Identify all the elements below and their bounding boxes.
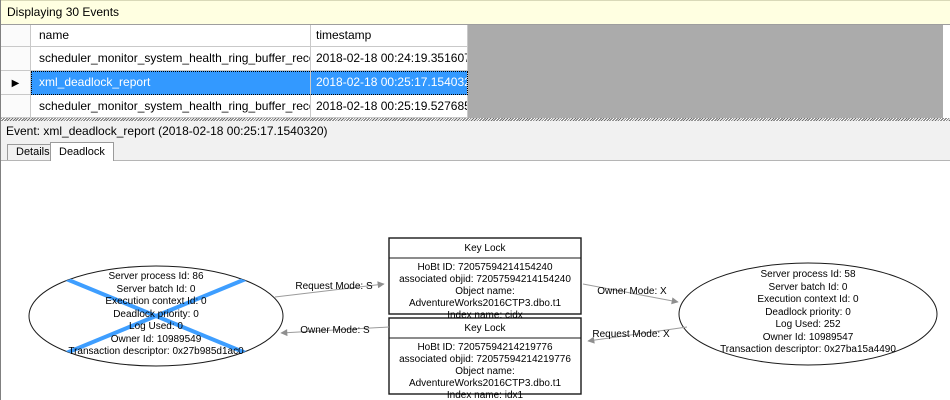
log-used: Log Used: 0 xyxy=(129,321,183,332)
events-count-bar: Displaying 30 Events xyxy=(1,0,950,25)
index-name: Index name: idx1 xyxy=(446,390,524,400)
deadlock-graph-panel: Server process Id: 86 Server batch Id: 0… xyxy=(1,160,950,400)
transaction-descriptor: Transaction descriptor: 0x27b985d1ac0 xyxy=(68,346,244,357)
event-detail-bar: Event: xml_deadlock_report (2018-02-18 0… xyxy=(1,121,950,141)
splitter-handle[interactable] xyxy=(1,118,950,121)
detail-tabstrip: Details Deadlock xyxy=(1,141,950,161)
execution-context-id: Execution context Id: 0 xyxy=(105,296,207,307)
server-batch-id: Server batch Id: 0 xyxy=(768,281,848,293)
victim-process-details: Server process Id: 86 Server batch Id: 0… xyxy=(36,271,276,359)
edge-request-s xyxy=(274,281,385,298)
edge-label-owner-s: Owner Mode: S xyxy=(300,325,370,336)
column-header-timestamp[interactable]: timestamp xyxy=(311,25,468,47)
edge-label-request-x: Request Mode: X xyxy=(592,329,670,340)
associated-objid: associated objid: 72057594214219776 xyxy=(399,354,571,365)
current-row-marker-icon: ▶ xyxy=(11,78,20,89)
tab-deadlock[interactable]: Deadlock xyxy=(50,142,114,161)
object-name: Object name: AdventureWorks2016CTP3.dbo.… xyxy=(408,366,562,389)
surviving-process-details: Server process Id: 58 Server batch Id: 0… xyxy=(688,269,928,357)
key-lock-title: Key Lock xyxy=(464,243,506,254)
column-header-name[interactable]: name xyxy=(31,25,311,47)
log-used: Log Used: 252 xyxy=(775,319,841,330)
event-name-cell[interactable]: scheduler_monitor_system_health_ring_buf… xyxy=(31,95,311,118)
event-detail-label: Event: xml_deadlock_report (2018-02-18 0… xyxy=(6,124,328,138)
table-row-selected[interactable]: ▶ xml_deadlock_report 2018-02-18 00:25:1… xyxy=(1,71,950,95)
execution-context-id: Execution context Id: 0 xyxy=(757,294,859,305)
key-lock-details: HoBt ID: 72057594214219776 associated ob… xyxy=(390,342,580,400)
table-row[interactable]: scheduler_monitor_system_health_ring_buf… xyxy=(1,47,950,71)
object-name: Object name: AdventureWorks2016CTP3.dbo.… xyxy=(408,286,562,309)
server-batch-id: Server batch Id: 0 xyxy=(116,283,196,295)
events-grid: name timestamp scheduler_monitor_system_… xyxy=(1,25,950,118)
edge-request-x xyxy=(587,326,688,344)
key-lock-title: Key Lock xyxy=(464,323,506,334)
event-name-cell[interactable]: scheduler_monitor_system_health_ring_buf… xyxy=(31,47,311,71)
associated-objid: associated objid: 72057594214154240 xyxy=(399,274,571,285)
edge-label-owner-x: Owner Mode: X xyxy=(597,286,667,297)
tab-details[interactable]: Details xyxy=(7,144,59,160)
row-selector-cell[interactable] xyxy=(1,95,31,118)
grid-right-strip xyxy=(943,25,950,118)
owner-id: Owner Id: 10989549 xyxy=(110,333,202,345)
server-process-id: Server process Id: 86 xyxy=(108,271,204,282)
owner-id: Owner Id: 10989547 xyxy=(762,331,854,343)
row-selector-cell[interactable] xyxy=(1,47,31,71)
deadlock-priority: Deadlock priority: 0 xyxy=(765,306,851,318)
grid-header-row: name timestamp xyxy=(1,25,950,47)
table-row[interactable]: scheduler_monitor_system_health_ring_buf… xyxy=(1,95,950,118)
event-timestamp-cell[interactable]: 2018-02-18 00:24:19.3516078 xyxy=(311,47,468,71)
event-name-cell[interactable]: xml_deadlock_report xyxy=(31,71,311,95)
server-process-id: Server process Id: 58 xyxy=(760,269,856,280)
row-selector-cell[interactable]: ▶ xyxy=(1,71,31,95)
deadlock-graph-canvas xyxy=(28,237,938,395)
event-timestamp-cell[interactable]: 2018-02-18 00:25:17.1540320 xyxy=(311,71,468,95)
key-lock-details: HoBt ID: 72057594214154240 associated ob… xyxy=(390,262,580,322)
transaction-descriptor: Transaction descriptor: 0x27ba15a4490 xyxy=(720,344,896,355)
index-name: Index name: cidx xyxy=(447,310,523,321)
edge-owner-s xyxy=(280,326,390,337)
key-lock-node-bottom[interactable] xyxy=(388,317,582,395)
hobt-id: HoBt ID: 72057594214219776 xyxy=(417,342,553,353)
events-count-label: Displaying 30 Events xyxy=(7,5,120,19)
event-timestamp-cell[interactable]: 2018-02-18 00:25:19.5276859 xyxy=(311,95,468,118)
hobt-id: HoBt ID: 72057594214154240 xyxy=(417,262,553,273)
surviving-process-node[interactable] xyxy=(678,262,938,366)
row-selector-header xyxy=(1,25,31,47)
key-lock-node-top[interactable] xyxy=(388,237,582,315)
victim-x-icon xyxy=(29,266,283,366)
edge-label-request-s: Request Mode: S xyxy=(295,281,373,292)
deadlock-priority: Deadlock priority: 0 xyxy=(113,308,199,320)
edge-owner-x xyxy=(582,283,679,305)
